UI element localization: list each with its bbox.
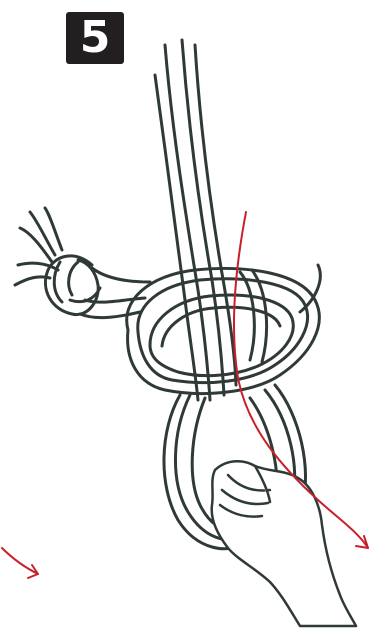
standing-part: [155, 40, 236, 400]
hand: [212, 461, 356, 626]
working-end: [15, 208, 150, 318]
side-arrow: [2, 548, 38, 574]
